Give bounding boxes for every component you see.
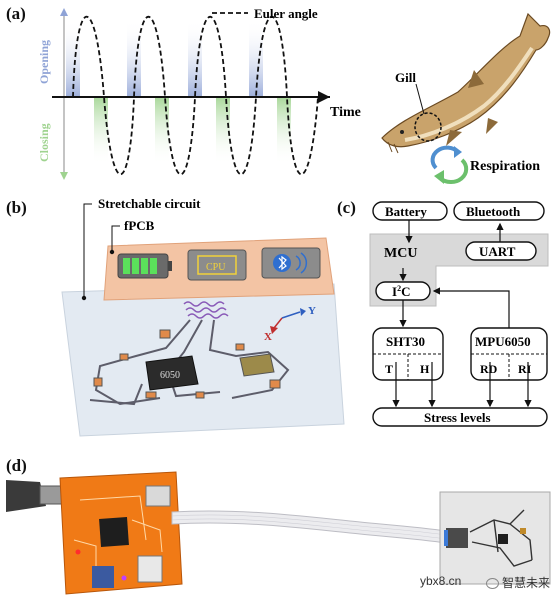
- opening-label: Opening: [37, 40, 51, 84]
- opening-closing-axis: [60, 8, 68, 180]
- panel-a-label: (a): [6, 4, 26, 23]
- respiration-label: Respiration: [470, 159, 540, 174]
- gill-pointer: [415, 83, 425, 115]
- wechat-icon: [486, 578, 499, 590]
- watermark-site: ybx8.cn: [420, 574, 462, 588]
- opening-bands: [66, 20, 263, 98]
- time-label: Time: [330, 105, 361, 120]
- gill-label: Gill: [395, 70, 416, 85]
- watermark-brand: 智慧未来: [486, 574, 550, 591]
- panel-d-label: (d): [6, 456, 27, 475]
- closing-label: Closing: [37, 123, 51, 162]
- legend-text: Euler angle: [254, 6, 318, 21]
- respiration-icon: [430, 145, 469, 185]
- euler-angle-curve: [72, 15, 319, 175]
- panel-c-label: (c): [337, 198, 356, 217]
- closing-bands: [94, 97, 291, 165]
- panel-b-label: (b): [6, 198, 27, 217]
- watermark-brand-text: 智慧未来: [502, 576, 551, 590]
